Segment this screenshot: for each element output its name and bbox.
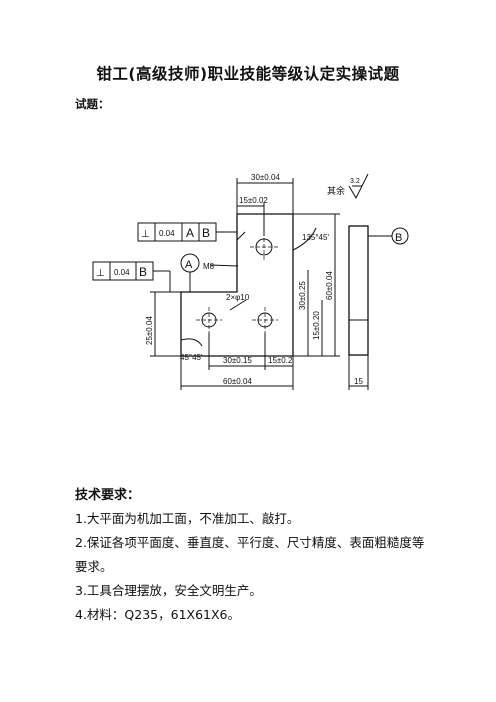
requirement-item: 4.材料：Q235，61X61X6。 bbox=[75, 607, 241, 622]
exam-label: 试题： bbox=[75, 97, 110, 111]
datum-b-circle bbox=[391, 227, 409, 245]
tol2-datum: B bbox=[139, 265, 147, 279]
requirement-item: 2.保证各项平面度、垂直度、平行度、尺寸精度、表面粗糙度等要求。 bbox=[75, 535, 425, 574]
roughness-symbol bbox=[348, 173, 369, 200]
side-view bbox=[348, 225, 369, 356]
part-outline bbox=[180, 213, 294, 357]
dim-height-30: 30±0.25 bbox=[298, 281, 307, 310]
dim-bottom-mid: 30±0.15 bbox=[223, 356, 252, 365]
thread-note: M8 bbox=[203, 262, 215, 271]
tol1-value: 0.04 bbox=[159, 229, 175, 238]
tol2-value: 0.04 bbox=[114, 268, 130, 277]
requirement-item: 3.工具合理摆放，安全文明生产。 bbox=[75, 583, 262, 598]
angle-top: 135°45' bbox=[302, 233, 329, 242]
tol1-datum2: B bbox=[202, 226, 210, 240]
roughness-note: 其余 bbox=[327, 185, 345, 196]
tol1-datum1: A bbox=[186, 226, 194, 240]
dim-side-thickness: 15 bbox=[354, 377, 363, 386]
dim-top-inner: 15±0.02 bbox=[239, 196, 268, 205]
engineering-drawing: 30±0.04 15±0.02 30±0.15 15±0.2 60±0.04 1… bbox=[92, 173, 409, 390]
dim-height-inner: 15±0.20 bbox=[312, 311, 321, 340]
datum-b-label: B bbox=[395, 232, 402, 244]
dim-bottom-total: 60±0.04 bbox=[223, 377, 252, 386]
page-title: 钳工(高级技师)职业技能等级认定实操试题 bbox=[96, 65, 400, 83]
dim-bottom-right: 15±0.2 bbox=[268, 356, 293, 365]
requirements-title: 技术要求： bbox=[75, 488, 141, 503]
requirement-item: 1.大平面为机加工面，不准加工、敲打。 bbox=[75, 511, 300, 526]
datum-a-label: A bbox=[185, 259, 193, 271]
tol1-symbol: ⊥ bbox=[141, 229, 150, 240]
holes-note: 2×φ10 bbox=[226, 293, 250, 302]
angle-bottom: 45°45' bbox=[180, 353, 203, 362]
dim-top-width: 30±0.04 bbox=[251, 173, 280, 182]
dim-left-height: 25±0.04 bbox=[145, 316, 154, 345]
dim-height-60: 60±0.04 bbox=[325, 271, 334, 300]
tol2-symbol: ⊥ bbox=[96, 268, 105, 279]
roughness-value: 3.2 bbox=[350, 178, 360, 185]
